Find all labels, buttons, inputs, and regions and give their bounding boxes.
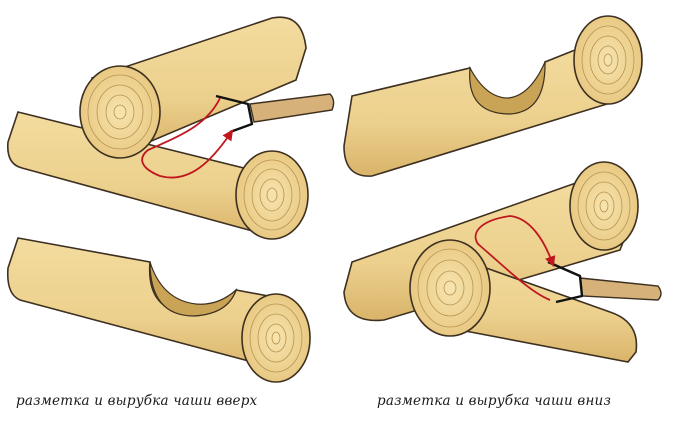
back-log-end-face [569, 161, 639, 251]
lower-log-rings [243, 159, 301, 231]
bowl-log-rings [581, 25, 635, 95]
top-left-panel [6, 16, 335, 240]
upper-log-rings [87, 74, 153, 150]
upper-log-end-face [79, 65, 161, 159]
scribe-tool-2 [547, 260, 662, 304]
bowl-cavity [469, 61, 546, 115]
finished-bowl-cavity [149, 261, 238, 317]
scribe-tool [215, 93, 335, 134]
bottom-left-panel [6, 237, 311, 383]
back-log-rings [577, 171, 631, 241]
bowl-log-end-face [573, 15, 643, 105]
bottom-right-panel [343, 161, 662, 363]
front-log-rings [417, 248, 483, 328]
top-right-panel [343, 15, 643, 177]
lower-log-end-face [235, 150, 309, 240]
finished-log-rings [249, 303, 303, 373]
marking-line-2 [474, 215, 556, 301]
marking-line [141, 97, 234, 179]
front-log-end-face [409, 239, 491, 337]
caption-marking-down: разметка и вырубка чаши вниз [377, 393, 612, 409]
finished-log-end-face [241, 293, 311, 383]
caption-marking-up: разметка и вырубка чаши вверх [16, 393, 258, 409]
